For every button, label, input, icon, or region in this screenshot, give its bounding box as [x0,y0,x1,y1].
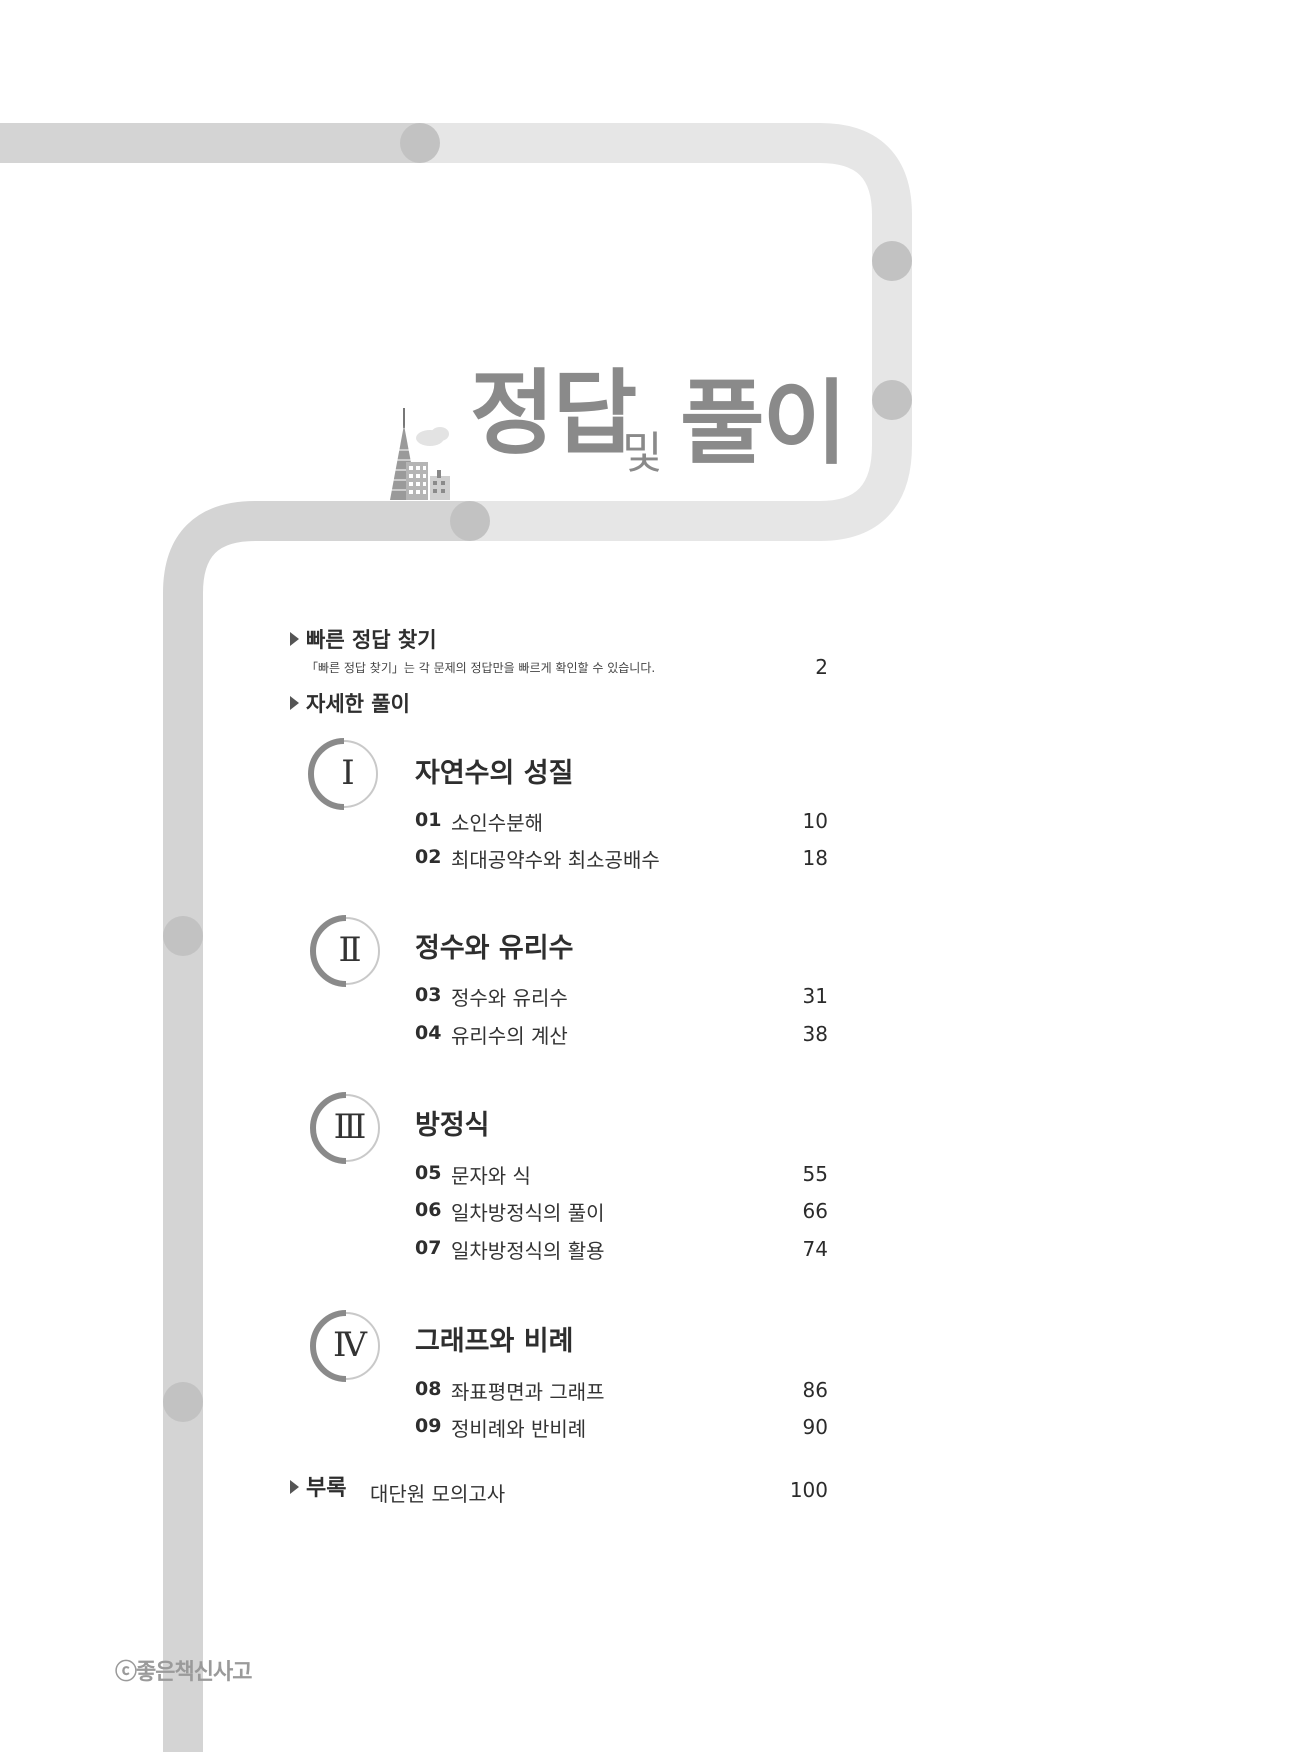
track-stop-dot [872,380,912,420]
unit-title[interactable]: 정비례와 반비례 [451,1417,587,1441]
unit-number: 08 [415,1378,442,1400]
quick-answers-heading[interactable]: 빠른 정답 찾기 [290,630,437,651]
unit-title[interactable]: 유리수의 계산 [451,1024,568,1048]
track-upper [420,123,912,541]
arrow-right-icon [290,696,299,710]
arrow-right-icon [290,632,299,646]
unit-title[interactable]: 문자와 식 [451,1164,531,1188]
quick-answers-description: 「빠른 정답 찾기」는 각 문제의 정답만을 빠르게 확인할 수 있습니다. [306,661,656,675]
unit-number: 04 [415,1022,442,1044]
chapter-numeral: Ⅰ [341,753,355,793]
unit-title[interactable]: 일차방정식의 활용 [451,1239,605,1263]
chapter-title[interactable]: 그래프와 비례 [415,1326,574,1357]
track-top-left [0,123,420,163]
arrow-right-icon [290,1480,299,1494]
detailed-solutions-heading[interactable]: 자세한 풀이 [290,694,410,715]
quick-answers-page: 2 [815,655,828,679]
track-lower [163,501,470,1752]
unit-page: 31 [802,984,828,1008]
unit-number: 05 [415,1162,442,1184]
chapter-numeral: Ⅳ [333,1325,367,1365]
chapter-title[interactable]: 자연수의 성질 [415,758,574,789]
unit-page: 18 [802,846,828,870]
unit-page: 86 [802,1378,828,1402]
unit-page: 66 [802,1199,828,1223]
appendix-title[interactable]: 대단원 모의고사 [370,1482,506,1506]
chapter-numeral: Ⅱ [338,930,362,970]
unit-number: 07 [415,1237,442,1259]
unit-title[interactable]: 소인수분해 [451,811,543,835]
unit-number: 03 [415,984,442,1006]
unit-page: 10 [802,809,828,833]
track-stop-dot [163,916,203,956]
unit-page: 38 [802,1022,828,1046]
roman-ring-icon [310,1092,380,1164]
track-stop-dot [872,241,912,281]
copyright-notice: ⓒ좋은책신사고 [115,1660,252,1685]
unit-number: 02 [415,846,442,868]
track-stop-dot [400,123,440,163]
roman-ring-icon [310,1310,380,1382]
unit-number: 09 [415,1415,442,1437]
unit-number: 06 [415,1199,442,1221]
unit-title[interactable]: 일차방정식의 풀이 [451,1201,605,1225]
title-part-1: 정답 [470,360,637,467]
unit-page: 90 [802,1415,828,1439]
unit-page: 55 [802,1162,828,1186]
chapter-title[interactable]: 방정식 [415,1110,490,1141]
title-part-2: 풀이 [680,370,847,477]
chapter-title[interactable]: 정수와 유리수 [415,933,574,964]
appendix-heading[interactable]: 부록 [290,1478,346,1500]
title-connector: 및 [622,428,663,479]
unit-number: 01 [415,809,442,831]
city-skyline-icon [390,408,450,500]
roman-ring-icon [310,915,380,987]
track-stop-dot [450,501,490,541]
track-stop-dot [163,1382,203,1422]
unit-title[interactable]: 정수와 유리수 [451,986,568,1010]
unit-title[interactable]: 좌표평면과 그래프 [451,1380,605,1404]
roman-ring-icon [308,738,378,810]
unit-page: 74 [802,1237,828,1261]
appendix-page: 100 [789,1478,828,1502]
unit-title[interactable]: 최대공약수와 최소공배수 [451,848,660,872]
chapter-numeral: Ⅲ [333,1107,367,1147]
